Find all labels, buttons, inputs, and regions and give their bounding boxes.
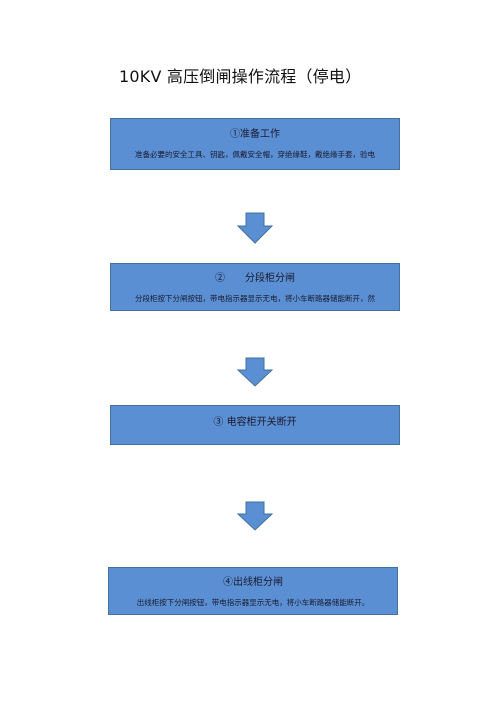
- down-arrow-icon: [236, 501, 274, 531]
- step-title: ② 分段柜分闸: [215, 273, 295, 284]
- step-description: 准备必要的安全工具、钥匙，佩戴安全帽，穿绝缘鞋，戴绝缘手套，验电: [135, 150, 375, 159]
- down-arrow-icon: [236, 212, 274, 244]
- step-box-3: ③ 电容柜开关断开: [110, 405, 400, 445]
- step-box-1: ①准备工作 准备必要的安全工具、钥匙，佩戴安全帽，穿绝缘鞋，戴绝缘手套，验电: [110, 118, 400, 170]
- step-title: ③ 电容柜开关断开: [213, 417, 297, 428]
- down-arrow-icon: [236, 357, 274, 387]
- step-title: ④出线柜分闸: [223, 577, 283, 588]
- page-title: 10KV 高压倒闸操作流程（停电）: [119, 67, 362, 86]
- step-title: ①准备工作: [230, 129, 280, 140]
- step-description: [111, 438, 399, 444]
- step-description: 分段柜按下分闸按钮，带电指示器显示无电，将小车断路器储能断开，然: [135, 294, 375, 303]
- step-description: 出线柜按下分闸按钮，带电指示器显示无电，将小车断路器储能断开。: [136, 598, 370, 607]
- step-box-4: ④出线柜分闸 出线柜按下分闸按钮，带电指示器显示无电，将小车断路器储能断开。: [108, 567, 398, 615]
- step-box-2: ② 分段柜分闸 分段柜按下分闸按钮，带电指示器显示无电，将小车断路器储能断开，然: [110, 263, 400, 311]
